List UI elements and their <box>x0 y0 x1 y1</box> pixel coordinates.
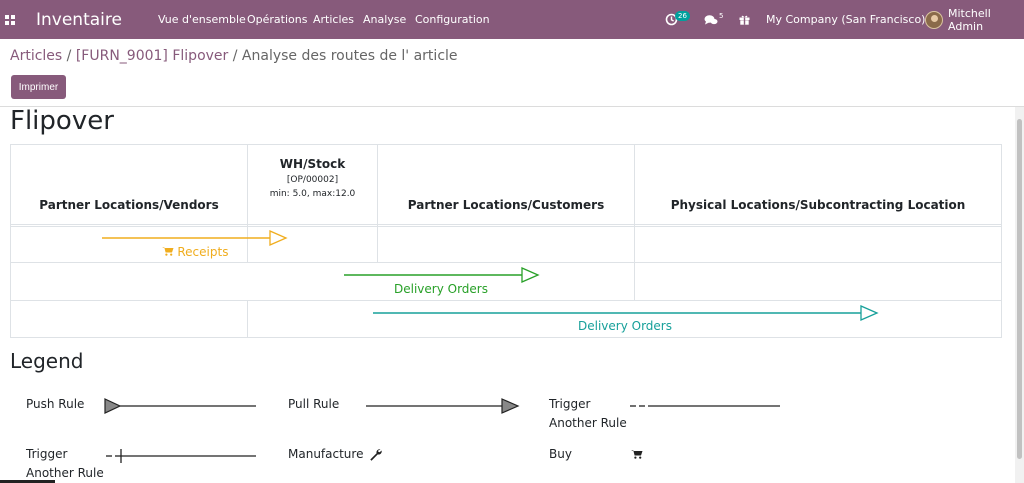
grid-line <box>247 300 248 337</box>
legend-trigger-line1: Trigger <box>549 397 591 411</box>
legend-push-rule-symbol <box>104 398 256 414</box>
app-brand[interactable]: Inventaire <box>36 9 122 30</box>
menu-products[interactable]: Articles <box>313 13 355 26</box>
messages-badge: 5 <box>719 12 724 20</box>
column-subcontracting: Physical Locations/Subcontracting Locati… <box>670 198 966 212</box>
route-delivery-arrow-1 <box>344 267 540 283</box>
grid-line <box>11 300 1001 301</box>
route-receipts-label: Receipts <box>177 245 229 259</box>
grid-line <box>377 145 378 263</box>
wrench-icon <box>370 449 382 461</box>
breadcrumb: Articles / [FURN_9001] Flipover / Analys… <box>10 48 458 64</box>
legend-trigger-2-line2: Another Rule <box>26 466 104 480</box>
grid-line <box>11 262 1001 263</box>
menu-overview[interactable]: Vue d'ensemble <box>158 13 246 26</box>
column-wh-stock: WH/Stock <box>279 157 346 171</box>
breadcrumb-product[interactable]: [FURN_9001] Flipover <box>75 48 229 64</box>
legend-push-rule-label: Push Rule <box>26 397 85 411</box>
product-title: Flipover <box>10 106 114 136</box>
route-delivery-2[interactable]: Delivery Orders <box>578 319 672 333</box>
orderpoint-minmax: min: 5.0, max:12.0 <box>269 189 356 199</box>
breadcrumb-products[interactable]: Articles <box>10 48 63 64</box>
legend-title: Legend <box>10 349 84 373</box>
legend-buy-label: Buy <box>549 447 572 461</box>
header-divider <box>0 106 1024 107</box>
top-navbar: Inventaire Vue d'ensemble Opérations Art… <box>0 0 1024 39</box>
grid-line <box>11 224 1001 225</box>
gift-button[interactable] <box>739 0 750 39</box>
route-delivery-arrow-2 <box>373 305 879 321</box>
grid-line <box>634 145 635 300</box>
orderpoint-ref: [OP/00002] <box>286 175 339 185</box>
grid-line <box>11 226 1001 227</box>
route-receipts-arrow <box>102 230 288 246</box>
breadcrumb-separator: / <box>66 48 72 64</box>
bottom-indicator <box>0 480 55 483</box>
legend-trigger-2-line1: Trigger <box>26 447 68 461</box>
company-switcher[interactable]: My Company (San Francisco) <box>766 13 926 26</box>
legend-pull-rule-label: Pull Rule <box>288 397 340 411</box>
vertical-scrollbar[interactable] <box>1015 107 1024 483</box>
route-table: Partner Locations/Vendors WH/Stock [OP/0… <box>10 144 1002 338</box>
route-delivery-1[interactable]: Delivery Orders <box>394 282 488 296</box>
legend-manufacture-label: Manufacture <box>288 447 364 461</box>
legend-pull-rule-symbol <box>366 398 520 414</box>
gift-icon <box>739 15 750 25</box>
messages-button[interactable] <box>704 0 718 39</box>
activity-badge: 26 <box>675 11 690 21</box>
column-vendors: Partner Locations/Vendors <box>39 198 219 212</box>
scrollbar-thumb[interactable] <box>1017 119 1022 459</box>
grid-line <box>247 145 248 263</box>
legend-trigger-2-label: Trigger Another Rule <box>26 445 104 483</box>
breadcrumb-separator: / <box>232 48 238 64</box>
menu-operations[interactable]: Opérations <box>247 13 308 26</box>
menu-reporting[interactable]: Analyse <box>363 13 407 26</box>
legend-trigger-line2: Another Rule <box>549 416 627 430</box>
menu-configuration[interactable]: Configuration <box>415 13 490 26</box>
user-menu[interactable]: Mitchell Admin <box>948 6 991 33</box>
user-avatar[interactable] <box>925 0 943 39</box>
cart-icon <box>161 247 174 256</box>
column-customers: Partner Locations/Customers <box>407 198 605 212</box>
route-receipts[interactable]: Receipts <box>130 245 260 259</box>
chat-icon <box>704 14 718 24</box>
cart-icon <box>631 450 643 459</box>
legend-trigger-2-symbol <box>106 449 256 463</box>
legend-trigger-label: Trigger Another Rule <box>549 395 627 433</box>
legend-trigger-symbol <box>630 405 780 407</box>
print-button[interactable]: Imprimer <box>11 75 66 99</box>
breadcrumb-current: Analyse des routes de l' article <box>241 48 458 64</box>
apps-menu-icon[interactable] <box>5 0 19 39</box>
